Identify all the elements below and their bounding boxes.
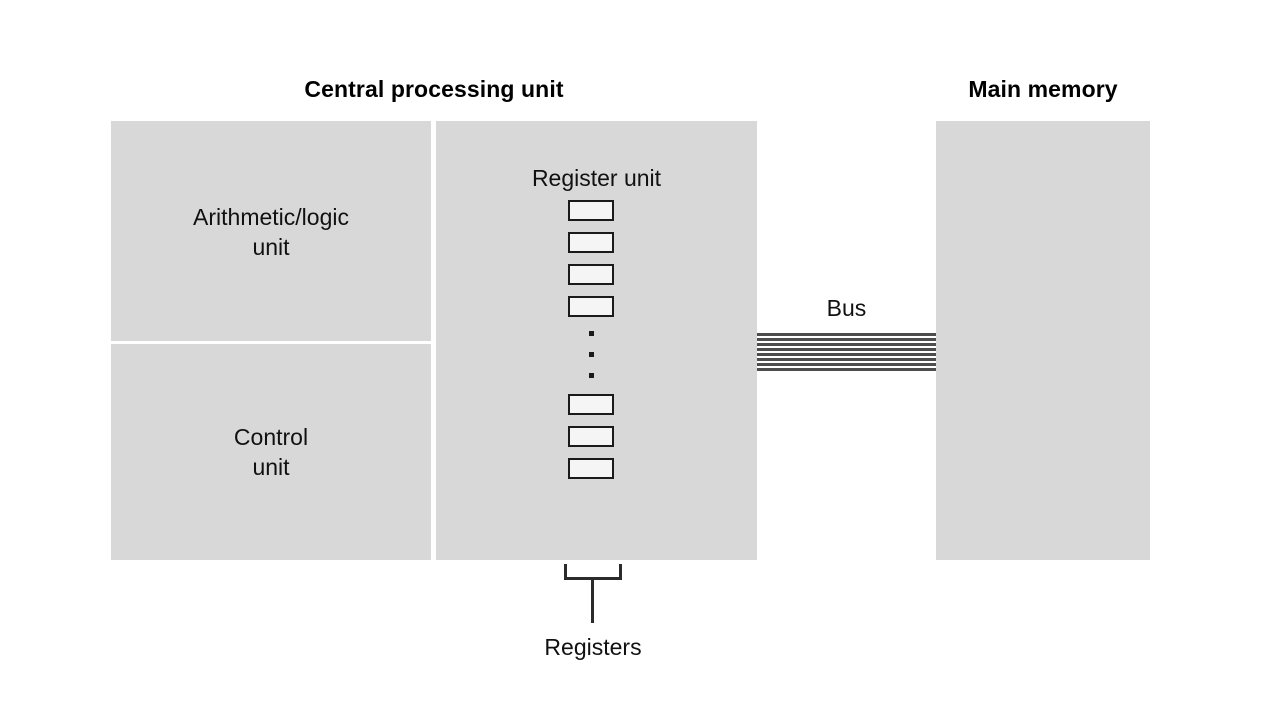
control-unit-box xyxy=(111,344,431,560)
register-unit-label: Register unit xyxy=(531,165,662,191)
bus-line xyxy=(757,368,936,371)
control-unit-label: Control unit xyxy=(111,422,431,483)
ellipsis-dot-icon xyxy=(589,352,594,357)
arithmetic-logic-unit-box xyxy=(111,121,431,341)
bus-line xyxy=(757,333,936,336)
register-cell xyxy=(568,296,614,317)
bracket-left-tick xyxy=(564,564,567,580)
ellipsis-dot-icon xyxy=(589,331,594,336)
bracket-right-tick xyxy=(619,564,622,580)
register-cell xyxy=(568,232,614,253)
bus-lines xyxy=(757,333,936,374)
registers-caption: Registers xyxy=(544,634,642,660)
bus-line xyxy=(757,358,936,361)
register-cell xyxy=(568,426,614,447)
alu-label-line1: Arithmetic/logic xyxy=(193,204,349,230)
register-cell xyxy=(568,458,614,479)
bus-line xyxy=(757,348,936,351)
register-cell xyxy=(568,264,614,285)
main-memory-box xyxy=(936,121,1150,560)
control-label-line2: unit xyxy=(252,454,290,481)
bus-line xyxy=(757,343,936,346)
alu-label-line2: unit xyxy=(252,234,290,261)
cpu-heading: Central processing unit xyxy=(304,76,564,102)
main-memory-heading: Main memory xyxy=(968,76,1118,102)
bus-line xyxy=(757,338,936,341)
register-cell xyxy=(568,200,614,221)
bus-line xyxy=(757,363,936,366)
bus-label: Bus xyxy=(826,295,867,321)
control-label-line1: Control xyxy=(233,424,309,450)
ellipsis-dot-icon xyxy=(589,373,594,378)
register-cell xyxy=(568,394,614,415)
arithmetic-logic-unit-label: Arithmetic/logic unit xyxy=(111,202,431,263)
bus-line xyxy=(757,353,936,356)
bracket-stem-line xyxy=(591,577,594,623)
register-unit-box xyxy=(436,121,757,560)
